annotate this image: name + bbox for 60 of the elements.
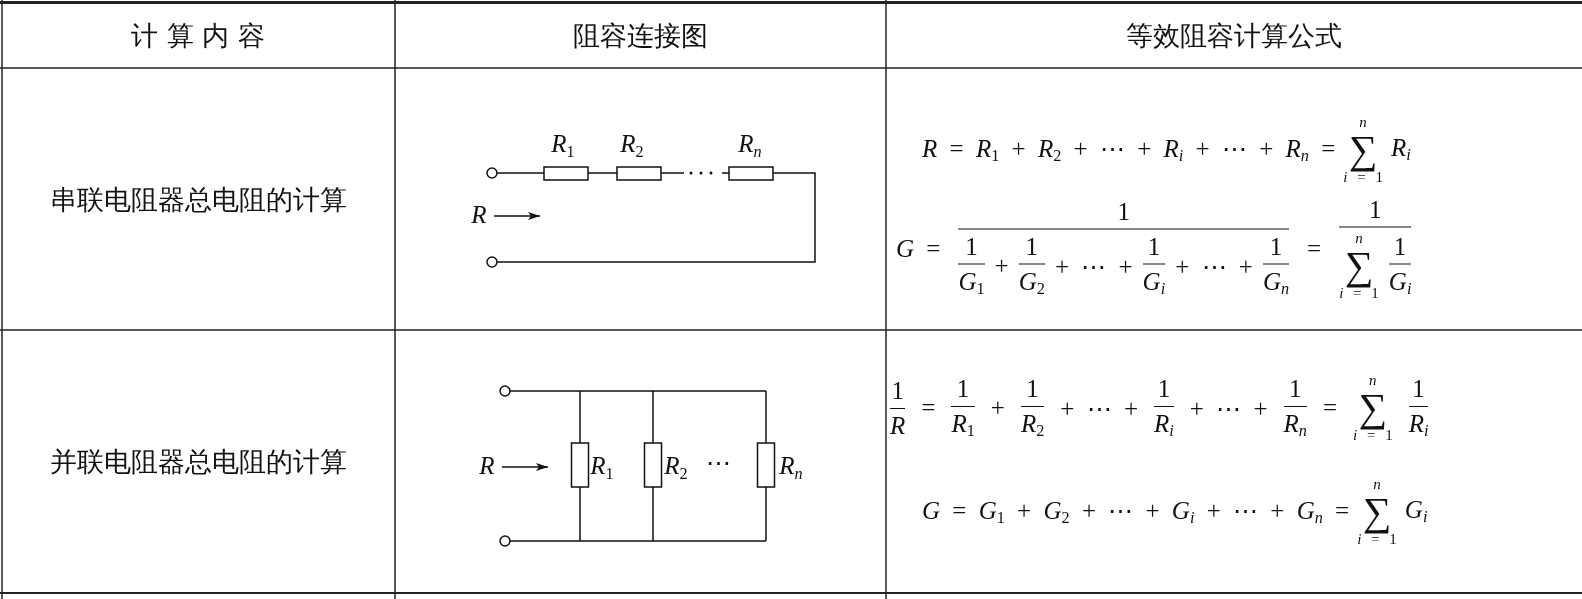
component-label: R$_{2}$ [664,452,688,484]
summation-limit: n [1373,477,1381,492]
numerator: 1 [1369,195,1382,224]
summation-sign: ∑ [1348,130,1378,170]
component-label: R$_{n}$ [738,130,762,162]
summation-limit: n [1359,115,1367,130]
math-expression: + [990,394,1005,422]
math-expression: G = [896,234,941,262]
component-label: R$_{2}$ [620,130,644,162]
column-header: 阻容连接图 [572,19,708,53]
math-expression: R = R$_{1}$ + R$_{2}$ + ⋯ + R$_{i}$ + ⋯ + R$_{n}$ = [922,133,1336,167]
denominator: R$_{2}$ [1020,409,1045,442]
math-expression: G = G$_{1}$ + G$_{2}$ + ⋯ + G$_{i}$ + ⋯ + G$_{n}$ = [922,495,1350,529]
column-header: 等效阻容计算公式 [1126,19,1342,53]
numerator: 1 [1147,232,1161,261]
numerator: 1 [1025,232,1039,261]
math-expression: R$_{i}$ [1390,134,1411,166]
numerator: 1 [1157,374,1171,403]
denominator: R$_{1}$ [951,409,975,442]
numerator: 1 [1026,374,1039,403]
component-label: R$_{n}$ [779,452,803,484]
ellipsis: ⋯ [705,447,731,477]
denominator: + [994,251,1009,280]
summation-limit: n [1369,373,1377,388]
math-expression: = [1322,394,1338,422]
numerator: 1 [956,374,970,403]
column-header: 计 算 内 容 [131,19,265,53]
denominator: R [890,411,906,440]
numerator: 1 [1288,374,1302,403]
numerator: 1 [1393,232,1407,261]
summation-limit: n [1355,230,1363,246]
math-expression: = [921,394,936,422]
row-label: 串联电阻器总电阻的计算 [49,183,347,217]
quantity-label: R [471,201,487,229]
denominator: G$_{i}$ [1388,267,1412,299]
numerator: 1 [1269,232,1283,261]
row-label: 并联电阻器总电阻的计算 [49,445,347,479]
denominator: + ⋯ + [1175,251,1253,280]
numerator: 1 [1412,374,1425,403]
math-expression: G$_{i}$ [1404,496,1428,528]
component-label: R$_{1}$ [551,130,575,162]
numerator: 1 [891,376,904,405]
denominator: G$_{i}$ [1142,267,1166,299]
numerator: 1 [965,232,978,261]
math-expression: = [1307,234,1322,262]
component-label: R$_{1}$ [590,452,614,484]
denominator: R$_{i}$ [1154,409,1174,442]
numerator: 1 [1117,197,1130,226]
math-expression: + ⋯ + [1189,393,1268,423]
summation-sign: ∑ [1358,388,1388,428]
math-expression: + ⋯ + [1060,393,1138,423]
denominator: + ⋯ + [1054,251,1133,280]
denominator: R$_{i}$ [1408,409,1429,442]
denominator: R$_{n}$ [1283,409,1307,442]
summation-sign: ∑ [1362,492,1392,532]
summation-sign: ∑ [1344,245,1374,286]
denominator: G$_{1}$ [958,267,985,299]
quantity-label: R [479,452,495,480]
denominator: G$_{n}$ [1262,267,1290,299]
denominator: G$_{2}$ [1018,267,1045,299]
